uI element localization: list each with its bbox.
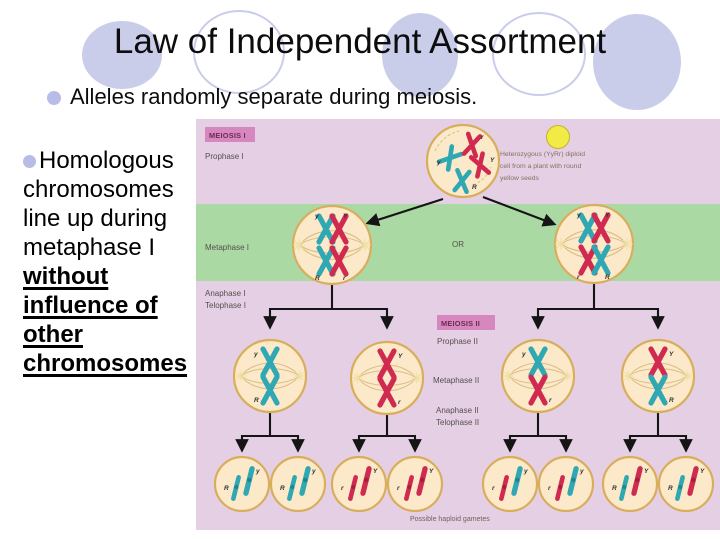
meiosis1-label: MEIOSIS I [209,131,246,140]
slide-title: Law of Independent Assortment [113,22,607,61]
metaphase2-cell-4: Y R [620,338,696,414]
allele-label: y [436,159,441,166]
side-note-emphasis: without influence of other chromosomes [23,263,188,377]
decorative-ellipse [492,12,586,96]
meiosis-diagram: MEIOSIS I Prophase I Metaphase I Anaphas… [196,119,720,530]
allele-label: y [521,351,526,358]
gamete-cell-4: r Y [386,455,444,513]
telophase2-label: Telophase II [436,418,479,427]
gamete-cell-3: r Y [330,455,388,513]
hetero-caption-line2: cell from a plant with round [500,163,581,170]
allele-label: R [669,397,674,404]
allele-label: Y [373,468,378,475]
allele-label: r [481,134,484,141]
yellow-seed [546,125,570,149]
bullet-dot [47,91,61,105]
meiosis-diagram-panel: MEIOSIS I Prophase I Metaphase I Anaphas… [196,119,720,535]
allele-label: r [549,397,552,404]
allele-label: R [612,485,617,492]
decorative-ellipse [193,10,285,94]
meiosis1-box [205,127,255,142]
side-note-normal: Homologous chromosomes line up during me… [23,147,174,261]
allele-label: R [280,485,285,492]
metaphase2-cell-3: y r [500,338,576,414]
meiosis2-box [437,315,495,330]
metaphase2-label: Metaphase II [433,376,479,385]
allele-label: R [315,275,320,282]
allele-label: y [311,468,316,475]
hetero-caption-line1: Heterozygous (YyRr) diploid [500,151,585,158]
allele-label: Y [398,353,403,360]
prophase1-label: Prophase I [205,152,244,161]
gamete-cell-8: R Y [657,455,715,513]
allele-label: Y [700,468,705,475]
allele-label: R [668,485,673,492]
gamete-cell-6: r y [537,455,595,513]
allele-label: Y [669,351,674,358]
allele-label: y [579,468,584,475]
allele-label: R [472,184,477,191]
prophase1-cell: r Y y R [425,123,501,199]
allele-label: r [343,275,346,282]
anaphase2-label: Anaphase II [436,406,479,415]
allele-label: Y [644,468,649,475]
or-label: OR [452,240,464,249]
allele-label: Y [429,468,434,475]
side-note: Homologous chromosomes line up during me… [23,146,199,378]
allele-label: R [605,274,610,281]
meiosis2-label: MEIOSIS II [441,319,480,328]
metaphase1-cell-left: y Y R r [291,204,373,286]
allele-label: y [523,468,528,475]
metaphase1-cell-right: y Y r R [553,203,635,285]
telophase1-label: Telophase I [205,301,246,310]
metaphase1-label: Metaphase I [205,243,249,252]
allele-label: R [254,397,259,404]
bullet-text: Alleles randomly separate during meiosis… [70,84,478,109]
allele-label: y [255,468,260,475]
allele-label: r [341,485,344,492]
bullet-dot [23,155,36,168]
allele-label: r [397,485,400,492]
decorative-ellipse [382,13,458,97]
decorative-ellipse [593,14,681,110]
allele-label: r [492,485,495,492]
allele-label: r [548,485,551,492]
allele-label: r [577,274,580,281]
allele-label: r [398,399,401,406]
connector-arrows [235,196,693,453]
allele-label: Y [605,212,610,219]
allele-label: y [314,213,319,220]
prophase2-label: Prophase II [437,337,478,346]
gamete-cell-1: R y [213,455,271,513]
gamete-cell-2: R y [269,455,327,513]
gamete-cell-5: r y [481,455,539,513]
metaphase2-cell-1: y R [232,338,308,414]
gametes-caption: Possible haploid gametes [410,516,490,523]
allele-label: y [253,351,258,358]
metaphase2-cell-2: Y r [349,340,425,416]
allele-label: y [576,212,581,219]
gamete-cell-7: R Y [601,455,659,513]
allele-label: Y [343,213,348,220]
allele-label: Y [490,157,495,164]
allele-label: R [224,485,229,492]
anaphase1-label: Anaphase I [205,289,245,298]
hetero-caption-line3: yellow seeds [500,175,540,182]
nuclear-envelope-fragments [434,130,492,186]
decorative-ellipse [82,21,162,89]
